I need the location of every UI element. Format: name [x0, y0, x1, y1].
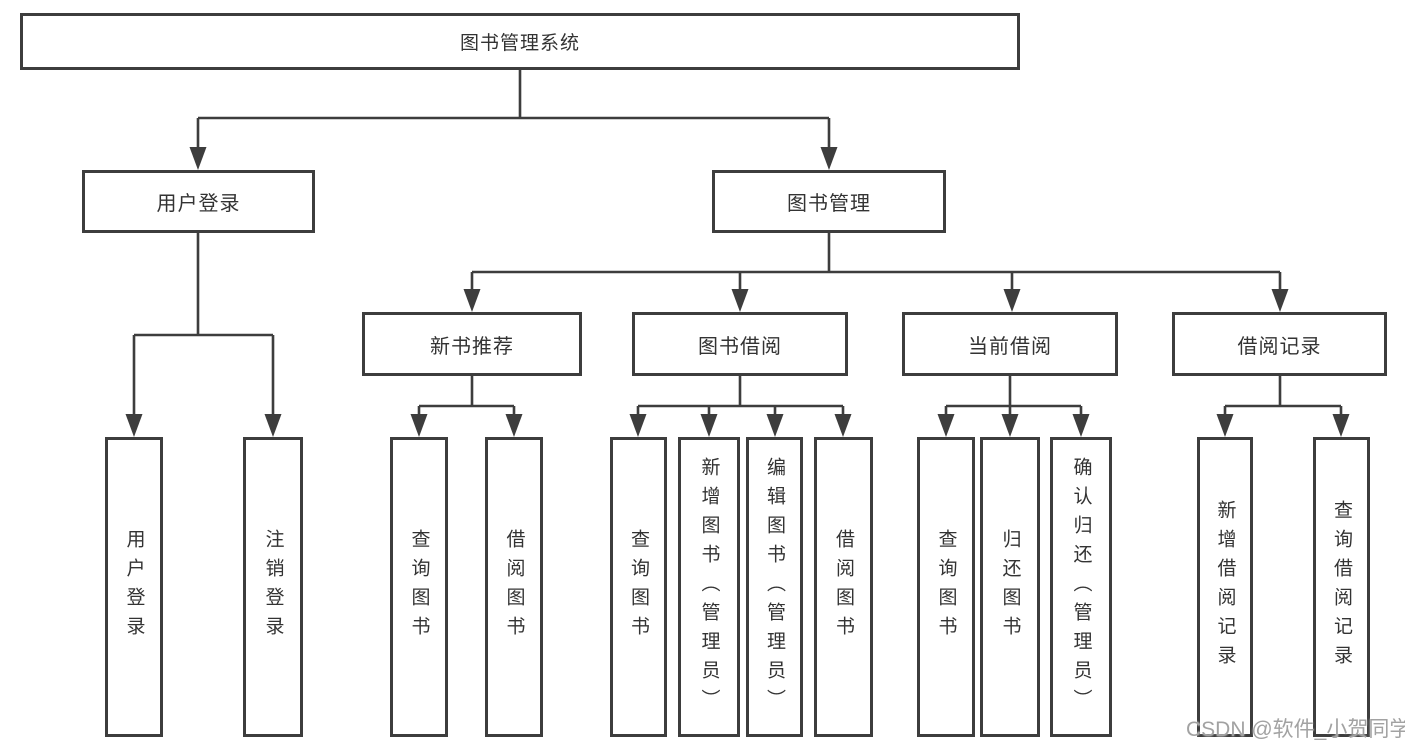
- node-user-login: 用户登录: [82, 170, 315, 233]
- arrowhead: [937, 414, 955, 437]
- leaf-borrow-books-recommend: 借阅图书: [485, 437, 543, 737]
- connector-book-borrow-branch: [629, 376, 852, 437]
- connector-borrow-records-branch: [1216, 376, 1350, 437]
- connector-current-borrow-branch: [937, 376, 1090, 437]
- leaf-query-books-borrow: 查询图书: [610, 437, 667, 737]
- arrowhead: [1072, 414, 1090, 437]
- connector-line: [1223, 376, 1343, 416]
- connector-book-management-branch: [463, 233, 1289, 312]
- connector-line: [417, 376, 516, 416]
- node-current-borrowing: 当前借阅: [902, 312, 1118, 376]
- connector-line: [636, 376, 845, 416]
- arrowhead: [463, 289, 481, 312]
- arrowhead: [189, 147, 207, 170]
- leaf-add-book-admin: 新增图书（管理员）: [678, 437, 740, 737]
- arrowhead: [1271, 289, 1289, 312]
- leaf-query-borrow-record: 查询借阅记录: [1313, 437, 1370, 737]
- connector-line: [944, 376, 1083, 416]
- connector-new-book-branch: [410, 376, 523, 437]
- connector-line: [196, 70, 831, 149]
- arrowhead: [1003, 289, 1021, 312]
- arrowhead: [700, 414, 718, 437]
- node-borrowing-records: 借阅记录: [1172, 312, 1387, 376]
- connector-line: [470, 233, 1282, 291]
- arrowhead: [410, 414, 428, 437]
- arrowhead: [1216, 414, 1234, 437]
- leaf-user-login: 用户登录: [105, 437, 163, 737]
- leaf-add-borrow-record: 新增借阅记录: [1197, 437, 1253, 737]
- csdn-watermark: CSDN @软件_小贺同学: [1186, 718, 1405, 741]
- node-library-management-system: 图书管理系统: [20, 13, 1020, 70]
- arrowhead: [505, 414, 523, 437]
- connector-user-login-branch: [125, 233, 282, 437]
- node-new-book-recommendation: 新书推荐: [362, 312, 582, 376]
- leaf-return-books: 归还图书: [980, 437, 1040, 737]
- leaf-query-books-current: 查询图书: [917, 437, 975, 737]
- leaf-logout-login: 注销登录: [243, 437, 303, 737]
- connector-line: [132, 233, 275, 416]
- node-book-management: 图书管理: [712, 170, 946, 233]
- arrowhead: [264, 414, 282, 437]
- leaf-query-books-recommend: 查询图书: [390, 437, 448, 737]
- arrowhead: [731, 289, 749, 312]
- node-book-borrowing: 图书借阅: [632, 312, 848, 376]
- arrowhead: [1332, 414, 1350, 437]
- connector-root-to-level2: [189, 70, 838, 170]
- leaf-borrow-books: 借阅图书: [814, 437, 873, 737]
- arrowhead: [1001, 414, 1019, 437]
- arrowhead: [766, 414, 784, 437]
- arrowhead: [125, 414, 143, 437]
- arrowhead: [820, 147, 838, 170]
- arrowhead: [834, 414, 852, 437]
- arrowhead: [629, 414, 647, 437]
- leaf-edit-book-admin: 编辑图书（管理员）: [746, 437, 803, 737]
- leaf-confirm-return-admin: 确认归还（管理员）: [1050, 437, 1112, 737]
